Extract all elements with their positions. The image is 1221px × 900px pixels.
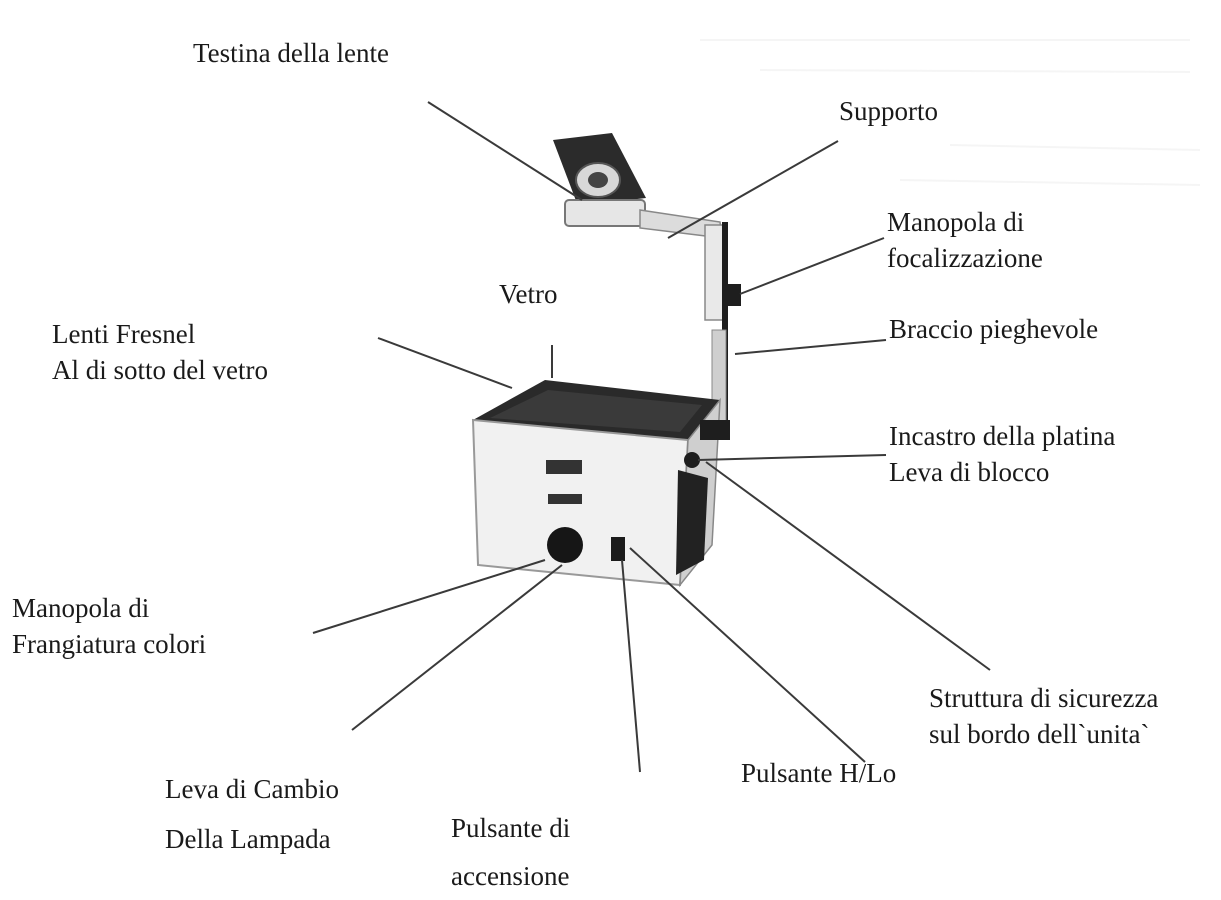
label-line-2: Leva di blocco [889, 457, 1050, 487]
leader-accensione [621, 559, 641, 773]
leader-hlo [629, 547, 866, 763]
label-line-1: Leva di Cambio [165, 774, 339, 804]
label-incastro: Incastro della platina Leva di blocco [889, 418, 1115, 490]
label-line-1: Incastro della platina [889, 421, 1116, 451]
leader-testina [427, 101, 583, 201]
leader-incastro [697, 454, 887, 461]
label-text: Testina della lente [193, 38, 390, 68]
lens-head [553, 133, 646, 227]
label-braccio: Braccio pieghevole [889, 311, 1098, 347]
projector-body [471, 380, 730, 588]
leader-manopola-fuoco [739, 237, 885, 295]
leader-lines [312, 101, 991, 773]
label-line-2: focalizzazione [887, 243, 1043, 273]
label-vetro: Vetro [499, 276, 557, 312]
label-hlo: Pulsante H/Lo [741, 755, 896, 791]
label-line-1: Manopola di [12, 593, 150, 623]
leader-fresnel [377, 337, 513, 389]
label-text: Braccio pieghevole [889, 314, 1099, 344]
label-supporto: Supporto [839, 93, 938, 129]
label-line-1: Lenti Fresnel [52, 319, 196, 349]
label-manopola-fuoco: Manopola di focalizzazione [887, 204, 1043, 276]
label-text: Vetro [499, 279, 558, 309]
label-text: Supporto [839, 96, 939, 126]
background-texture [700, 39, 1201, 186]
label-line-2: sul bordo dell`unita` [929, 719, 1150, 749]
leader-sicurezza [705, 461, 991, 671]
leader-frangiatura [312, 559, 546, 634]
label-line-1: Pulsante di [451, 813, 571, 843]
leader-braccio [734, 339, 887, 355]
label-accensione: Pulsante di accensione [451, 804, 570, 900]
label-testina: Testina della lente [193, 35, 389, 71]
label-cambio: Leva di Cambio Della Lampada [165, 764, 339, 864]
label-line-1: Manopola di [887, 207, 1025, 237]
leader-cambio [351, 564, 563, 731]
label-fresnel: Lenti Fresnel Al di sotto del vetro [52, 316, 268, 388]
label-line-2: Frangiatura colori [12, 629, 207, 659]
label-frangiatura: Manopola di Frangiatura colori [12, 590, 206, 662]
label-line-2: Della Lampada [165, 824, 331, 854]
label-line-1: Struttura di sicurezza [929, 683, 1159, 713]
label-text: Pulsante H/Lo [741, 758, 897, 788]
label-sicurezza: Struttura di sicurezza sul bordo dell`un… [929, 680, 1158, 752]
leader-supporto [667, 140, 839, 239]
label-line-2: Al di sotto del vetro [52, 355, 268, 385]
label-line-2: accensione [451, 861, 570, 891]
